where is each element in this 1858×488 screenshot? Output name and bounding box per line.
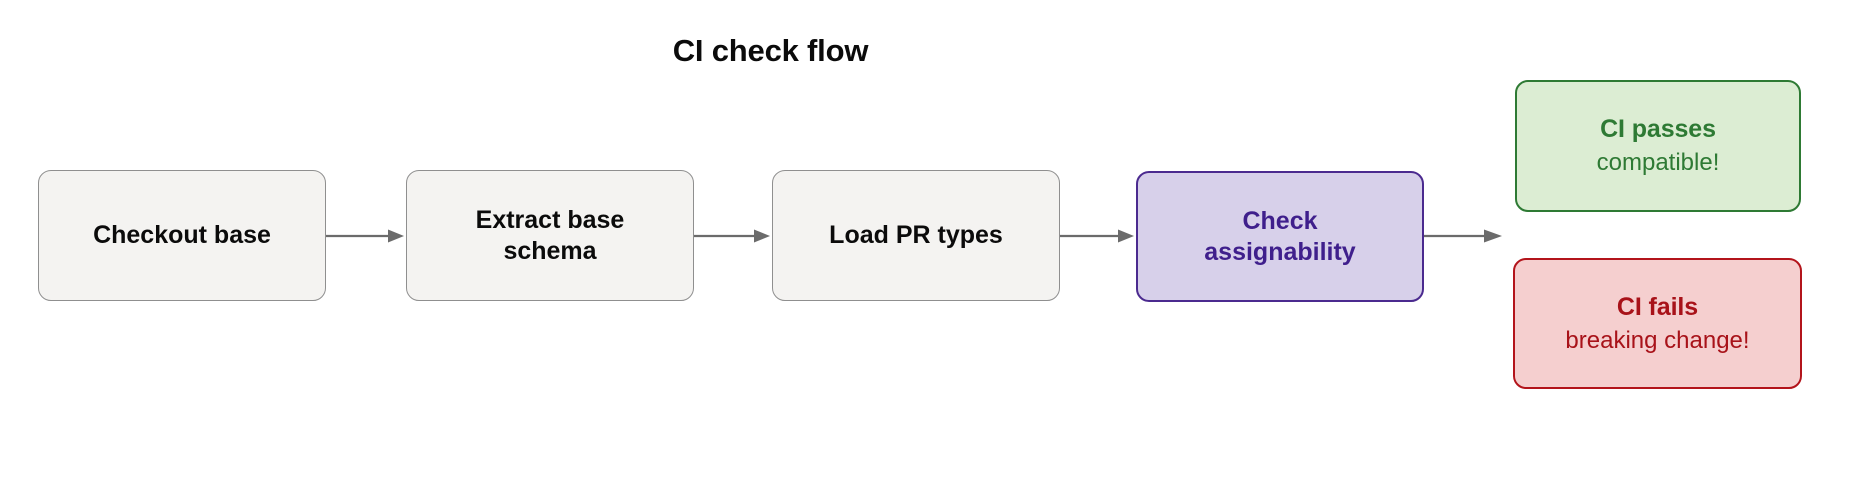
node-label: Checkout base: [93, 221, 271, 249]
node-label: Load PR types: [829, 221, 1003, 249]
node-check-assignability[interactable]: Check assignability: [1136, 171, 1424, 302]
node-ci-passes-title: CI passes: [1600, 115, 1716, 144]
node-ci-passes-subtitle: compatible!: [1596, 149, 1720, 177]
node-checkout-base[interactable]: Checkout base: [38, 170, 326, 301]
node-ci-fails-subtitle: breaking change!: [1565, 326, 1750, 354]
node-ci-fails[interactable]: CI fails breaking change!: [1513, 258, 1802, 389]
node-extract-base-schema[interactable]: Extract base schema: [406, 170, 694, 301]
node-load-pr-types[interactable]: Load PR types: [772, 170, 1060, 301]
node-label-line-2: schema: [503, 236, 597, 265]
node-label-line-1: Check: [1242, 206, 1318, 235]
edge-checkout-to-extract: [326, 226, 406, 246]
edge-load-to-check: [1060, 226, 1136, 246]
node-ci-passes[interactable]: CI passes compatible!: [1515, 80, 1801, 212]
diagram-title: CI check flow: [672, 33, 869, 68]
edge-check-to-outcome: [1424, 226, 1504, 246]
edge-extract-to-load: [694, 226, 772, 246]
node-label-line-1: Extract base: [475, 205, 625, 234]
node-ci-fails-title: CI fails: [1616, 292, 1699, 321]
node-label-line-2: assignability: [1204, 237, 1356, 266]
